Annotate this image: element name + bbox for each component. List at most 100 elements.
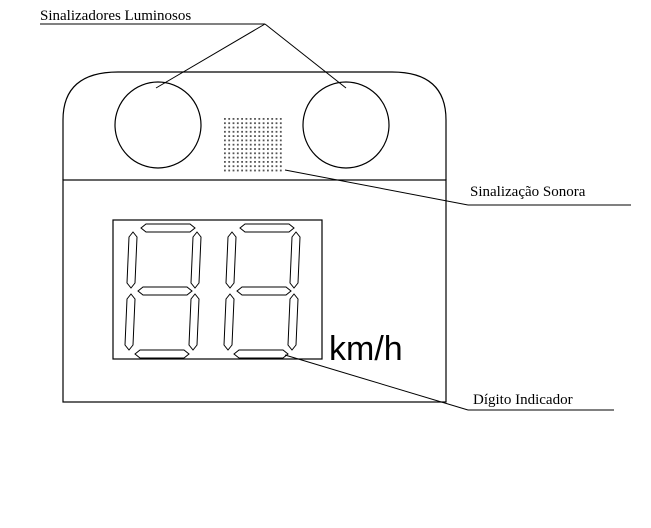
speaker-hole bbox=[279, 161, 282, 163]
speaker-hole bbox=[279, 130, 282, 133]
segment-b bbox=[190, 231, 202, 289]
speaker-hole bbox=[228, 139, 231, 142]
seven-segment-digit-2 bbox=[223, 223, 301, 359]
speaker-hole bbox=[241, 148, 243, 150]
speaker-hole bbox=[241, 139, 243, 142]
speaker-hole bbox=[236, 161, 239, 163]
speaker-hole bbox=[254, 135, 256, 137]
speaker-hole bbox=[232, 148, 235, 150]
speaker-hole bbox=[262, 118, 265, 120]
speaker-hole bbox=[258, 130, 261, 133]
speaker-hole bbox=[224, 148, 226, 150]
segment-b bbox=[289, 231, 301, 289]
speaker-hole bbox=[262, 139, 265, 142]
speaker-hole bbox=[262, 130, 265, 133]
speaker-hole bbox=[228, 118, 231, 120]
speaker-hole bbox=[271, 152, 274, 155]
label-digit: Dígito Indicador bbox=[473, 392, 573, 408]
segment-f bbox=[126, 231, 138, 289]
speaker-hole bbox=[271, 143, 274, 146]
speaker-hole bbox=[236, 139, 239, 142]
speaker-hole bbox=[254, 126, 256, 129]
speaker-hole bbox=[275, 139, 278, 142]
speaker-hole bbox=[262, 143, 265, 146]
segment-c bbox=[188, 293, 200, 351]
speaker-hole bbox=[245, 135, 248, 137]
speaker-hole bbox=[249, 143, 252, 146]
speaker-hole bbox=[249, 169, 252, 172]
speaker-hole bbox=[245, 139, 248, 142]
speaker-hole bbox=[279, 143, 282, 146]
speaker-hole bbox=[232, 135, 235, 137]
speaker-hole bbox=[267, 122, 269, 125]
speaker-hole bbox=[262, 152, 265, 155]
speaker-hole bbox=[241, 126, 243, 129]
segment-a bbox=[239, 223, 295, 233]
speaker-hole bbox=[262, 122, 265, 125]
speaker-hole bbox=[279, 122, 282, 125]
speaker-hole bbox=[224, 152, 226, 155]
speaker-hole bbox=[228, 135, 231, 137]
leader-sound bbox=[284, 169, 469, 206]
speaker-hole bbox=[279, 165, 282, 168]
speaker-hole bbox=[232, 118, 235, 120]
signal-light-left bbox=[114, 81, 202, 169]
speaker-hole bbox=[254, 156, 256, 159]
speaker-hole bbox=[249, 148, 252, 150]
speaker-hole bbox=[236, 148, 239, 150]
speaker-hole bbox=[236, 122, 239, 125]
speaker-hole bbox=[262, 165, 265, 168]
speaker-hole bbox=[232, 156, 235, 159]
label-sound: Sinalização Sonora bbox=[470, 184, 586, 200]
speaker-hole bbox=[236, 130, 239, 133]
speaker-hole bbox=[232, 126, 235, 129]
speaker-hole bbox=[232, 152, 235, 155]
segment-c bbox=[287, 293, 299, 351]
speaker-hole bbox=[241, 169, 243, 172]
speaker-grille bbox=[224, 118, 282, 172]
speaker-hole bbox=[228, 130, 231, 133]
speaker-hole bbox=[275, 161, 278, 163]
speaker-hole bbox=[249, 135, 252, 137]
speaker-hole bbox=[245, 118, 248, 120]
speaker-hole bbox=[275, 126, 278, 129]
speaker-hole bbox=[267, 148, 269, 150]
leader-digit bbox=[284, 354, 469, 411]
speaker-hole bbox=[275, 169, 278, 172]
speaker-hole bbox=[267, 143, 269, 146]
speaker-hole bbox=[267, 169, 269, 172]
speaker-hole bbox=[245, 161, 248, 163]
speaker-hole bbox=[275, 130, 278, 133]
speaker-hole bbox=[279, 148, 282, 150]
speaker-hole bbox=[236, 156, 239, 159]
speaker-hole bbox=[258, 156, 261, 159]
speaker-hole bbox=[232, 122, 235, 125]
speaker-hole bbox=[232, 143, 235, 146]
speaker-hole bbox=[224, 165, 226, 168]
speaker-hole bbox=[258, 118, 261, 120]
speaker-hole bbox=[254, 139, 256, 142]
speaker-hole bbox=[258, 148, 261, 150]
speaker-hole bbox=[271, 130, 274, 133]
speaker-hole bbox=[228, 169, 231, 172]
speaker-hole bbox=[262, 126, 265, 129]
speaker-hole bbox=[254, 148, 256, 150]
speaker-hole bbox=[258, 126, 261, 129]
speaker-hole bbox=[275, 122, 278, 125]
segment-d bbox=[134, 349, 190, 359]
speaker-hole bbox=[228, 165, 231, 168]
speaker-hole bbox=[258, 152, 261, 155]
speaker-hole bbox=[275, 148, 278, 150]
speaker-hole bbox=[271, 122, 274, 125]
speaker-hole bbox=[271, 118, 274, 120]
speaker-hole bbox=[258, 165, 261, 168]
speaker-hole bbox=[241, 130, 243, 133]
speaker-hole bbox=[236, 169, 239, 172]
speaker-hole bbox=[228, 161, 231, 163]
speaker-hole bbox=[267, 130, 269, 133]
leader-lights-right bbox=[264, 23, 347, 89]
speaker-hole bbox=[279, 135, 282, 137]
speaker-hole bbox=[279, 118, 282, 120]
speaker-hole bbox=[228, 156, 231, 159]
digit-window bbox=[112, 219, 323, 360]
